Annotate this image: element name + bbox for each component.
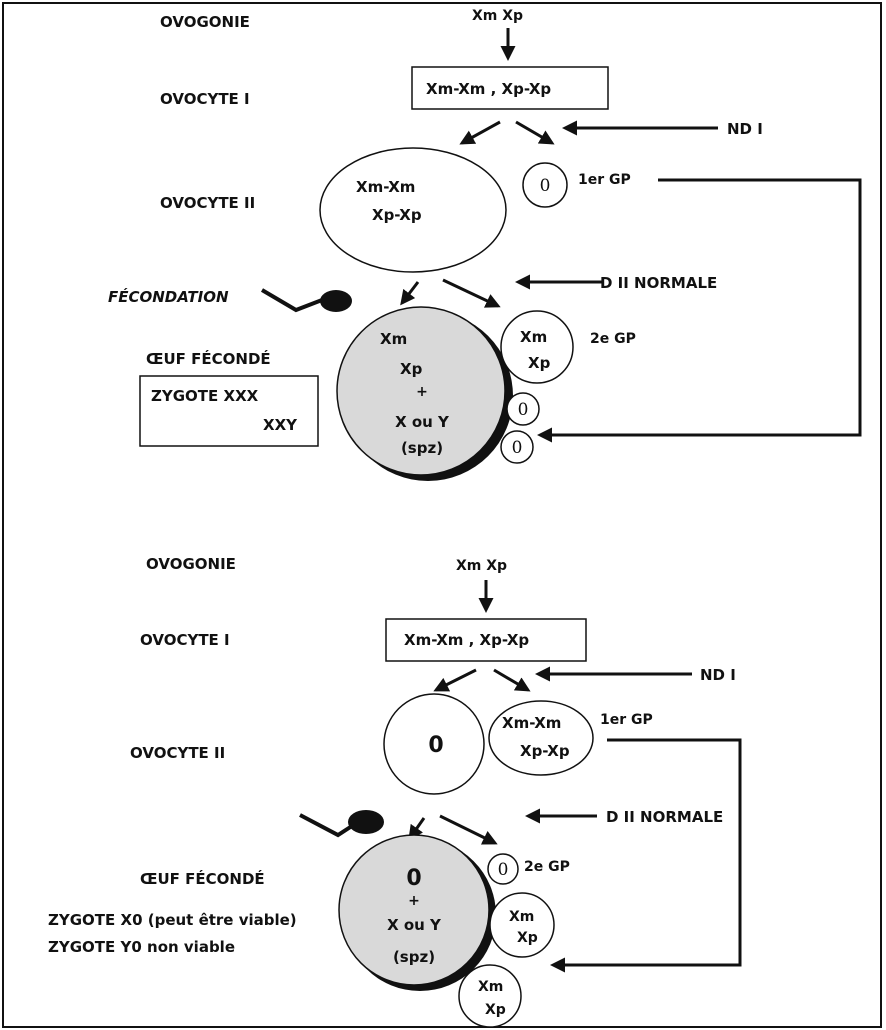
top-egg-line2: Xp bbox=[400, 360, 423, 378]
top-gp2-line1: Xm bbox=[520, 328, 547, 346]
bottom-polar-body-b bbox=[458, 964, 522, 1028]
bottom-ovocyte1-box bbox=[385, 618, 587, 662]
bottom-ovocyte1-genotype: Xm-Xm , Xp-Xp bbox=[404, 631, 529, 649]
top-fertilized-egg bbox=[336, 306, 513, 481]
bottom-egg-line4: (spz) bbox=[393, 948, 435, 966]
top-ovogonie-genotype: Xm Xp bbox=[472, 8, 523, 24]
bottom-egg-line3: X ou Y bbox=[387, 916, 442, 934]
bottom-zygote-line2: ZYGOTE Y0 non viable bbox=[48, 938, 235, 956]
bottom-polar-body-b-line2: Xp bbox=[485, 1002, 506, 1018]
bottom-gp1-label: 1er GP bbox=[600, 712, 653, 728]
bottom-arrow-ovocyte2-right bbox=[439, 814, 498, 845]
top-zygote-line1: ZYGOTE XXX bbox=[151, 387, 259, 405]
top-small-polar-body-a-content: 0 bbox=[518, 400, 529, 420]
bottom-ovocyte2-label: OVOCYTE II bbox=[130, 744, 225, 762]
bottom-polar-body-a-line1: Xm bbox=[509, 909, 534, 925]
top-ovocyte2-label: OVOCYTE II bbox=[160, 194, 255, 212]
bottom-gp1-connector bbox=[550, 738, 742, 973]
top-egg-line1: Xm bbox=[380, 330, 407, 348]
bottom-zygote-line1: ZYGOTE X0 (peut être viable) bbox=[48, 911, 297, 929]
bottom-polar-body-a-line2: Xp bbox=[517, 930, 538, 946]
top-gp1-label: 1er GP bbox=[578, 172, 631, 188]
bottom-diagram: OVOGONIE Xm Xp OVOCYTE I Xm-Xm , Xp-Xp N… bbox=[48, 555, 742, 1028]
top-arrow-ovocyte1-right bbox=[515, 120, 555, 145]
top-egg-plus: + bbox=[416, 384, 428, 400]
bottom-gp1-line1: Xm-Xm bbox=[502, 714, 561, 732]
top-zygote-line2: XXY bbox=[263, 416, 298, 434]
top-nd1-label: ND I bbox=[727, 120, 763, 138]
bottom-egg-zero: 0 bbox=[406, 866, 421, 891]
top-small-polar-body-b bbox=[500, 430, 534, 464]
bottom-oeuf-label: ŒUF FÉCONDÉ bbox=[140, 869, 265, 888]
top-ovocyte2-line1: Xm-Xm bbox=[356, 178, 415, 196]
bottom-polar-body-b-line1: Xm bbox=[478, 979, 503, 995]
top-oeuf-label: ŒUF FÉCONDÉ bbox=[146, 349, 271, 368]
top-first-polar-body-content: 0 bbox=[540, 176, 551, 196]
bottom-gp2-label: 2e GP bbox=[524, 859, 570, 875]
top-sperm-icon bbox=[260, 288, 352, 313]
bottom-first-polar-body bbox=[488, 700, 594, 776]
bottom-second-polar-body bbox=[487, 853, 519, 885]
top-ovocyte1-genotype: Xm-Xm , Xp-Xp bbox=[426, 80, 551, 98]
top-zygote-box bbox=[139, 375, 319, 447]
bottom-arrow-ovocyte1-right bbox=[493, 668, 531, 692]
top-first-polar-body bbox=[522, 162, 568, 208]
top-ovocyte2-cell bbox=[319, 147, 507, 273]
top-ovocyte1-label: OVOCYTE I bbox=[160, 90, 250, 108]
bottom-second-polar-body-content: 0 bbox=[498, 860, 509, 880]
top-diagram: OVOGONIE Xm Xp OVOCYTE I Xm-Xm , Xp-Xp N… bbox=[108, 8, 862, 481]
top-small-polar-body-b-content: 0 bbox=[512, 438, 523, 458]
bottom-ovocyte1-label: OVOCYTE I bbox=[140, 631, 230, 649]
bottom-ovogonie-genotype: Xm Xp bbox=[456, 558, 507, 574]
bottom-sperm-icon bbox=[299, 810, 384, 838]
bottom-fertilized-egg bbox=[338, 834, 496, 991]
bottom-gp1-line2: Xp-Xp bbox=[520, 742, 570, 760]
top-ovogonie-label: OVOGONIE bbox=[160, 13, 250, 31]
bottom-nd1-label: ND I bbox=[700, 666, 736, 684]
top-egg-line4: (spz) bbox=[401, 439, 443, 457]
bottom-arrow-ovocyte1-left bbox=[433, 668, 477, 692]
bottom-ovocyte2-cell bbox=[383, 693, 485, 795]
top-gp2-line2: Xp bbox=[528, 354, 551, 372]
top-gp2-label: 2e GP bbox=[590, 331, 636, 347]
bottom-polar-body-a bbox=[489, 892, 555, 958]
top-small-polar-body-a bbox=[506, 392, 540, 426]
bottom-d2-label: D II NORMALE bbox=[606, 808, 723, 826]
bottom-egg-plus: + bbox=[408, 893, 420, 909]
bottom-ovocyte2-content: 0 bbox=[428, 733, 443, 758]
top-gp1-connector bbox=[537, 178, 862, 443]
top-fecondation-label: FÉCONDATION bbox=[108, 287, 229, 306]
top-d2-label: D II NORMALE bbox=[600, 274, 717, 292]
top-second-polar-body bbox=[500, 310, 574, 384]
top-egg-line3: X ou Y bbox=[395, 413, 450, 431]
top-arrow-ovocyte1-left bbox=[459, 120, 501, 145]
top-ovocyte2-line2: Xp-Xp bbox=[372, 206, 422, 224]
bottom-ovogonie-label: OVOGONIE bbox=[146, 555, 236, 573]
top-arrow-ovocyte2-left bbox=[400, 281, 420, 306]
top-ovocyte1-box bbox=[411, 66, 609, 110]
top-arrow-ovocyte2-right bbox=[442, 278, 501, 308]
